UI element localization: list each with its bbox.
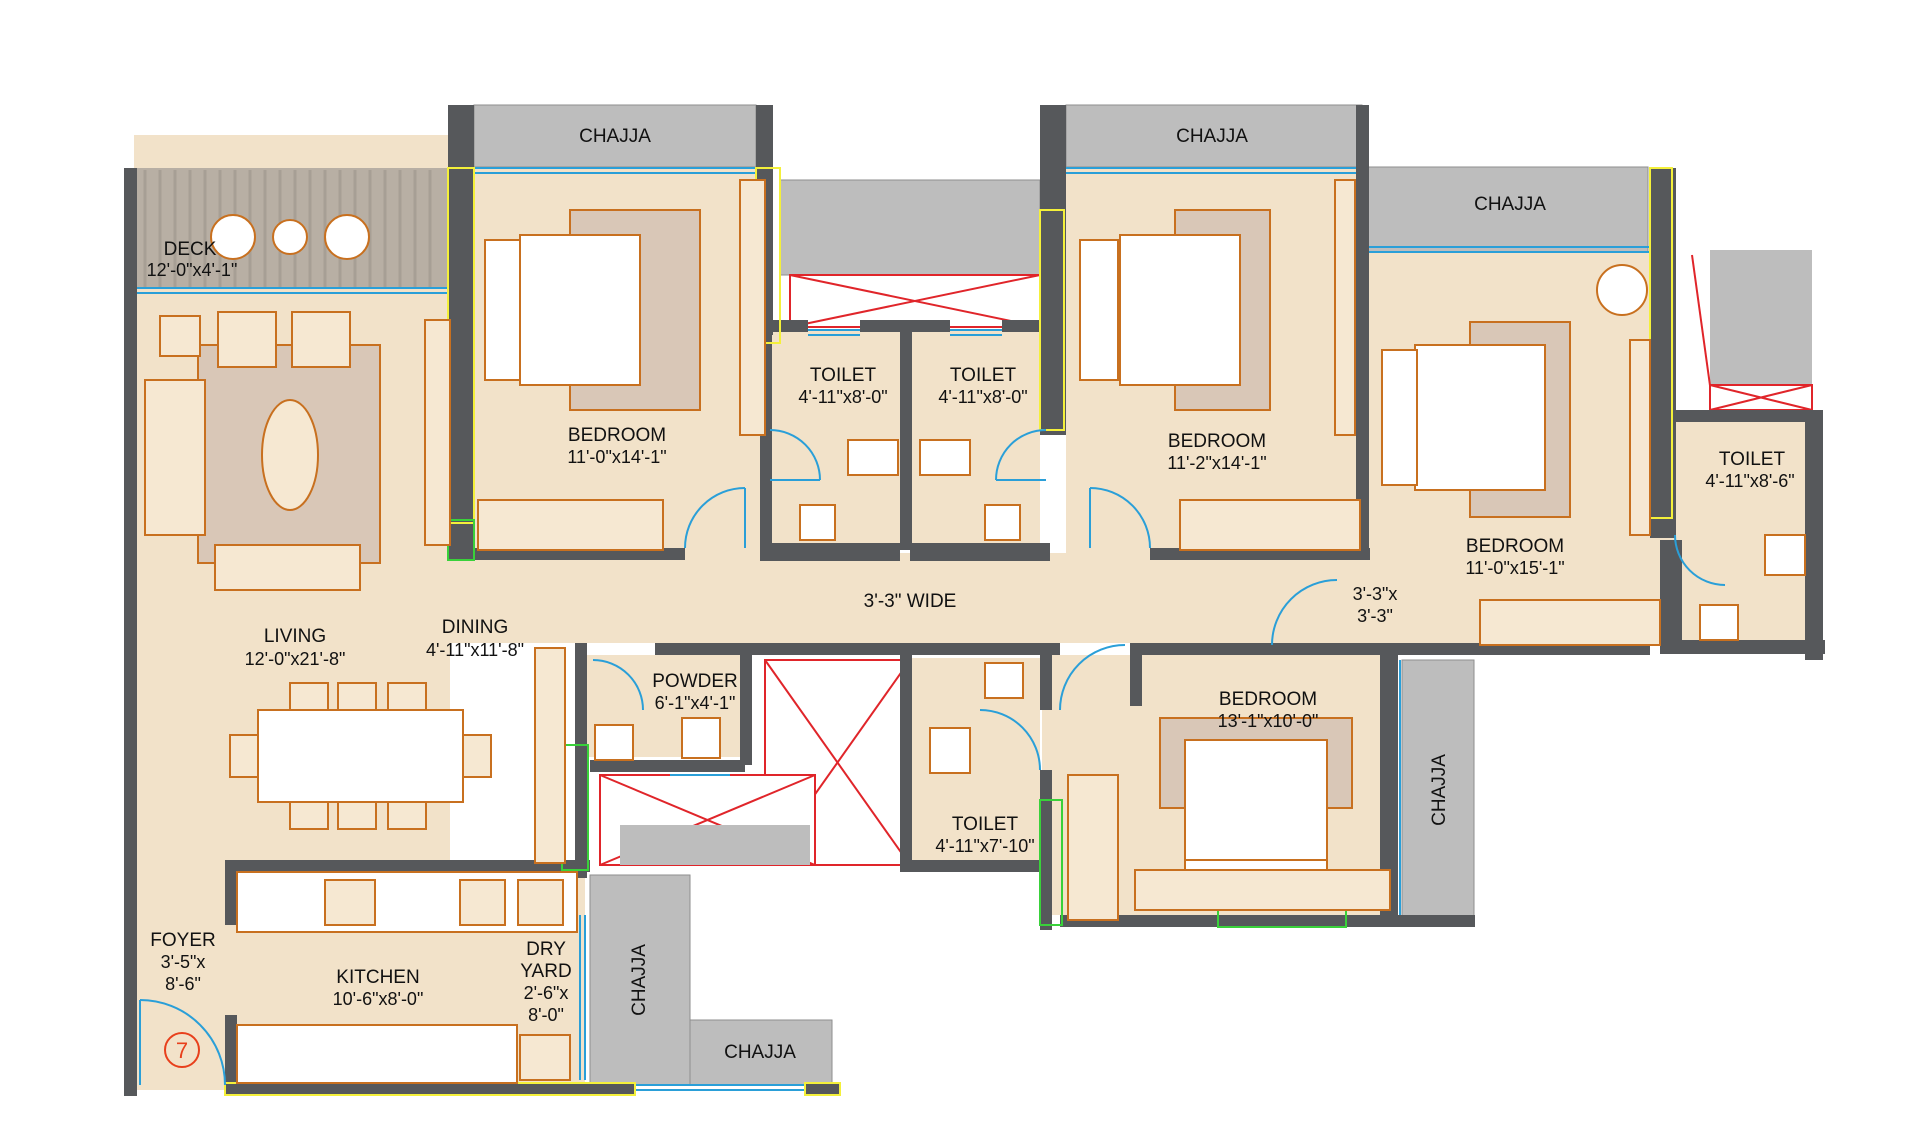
side-table-living <box>159 315 201 357</box>
living-name: LIVING <box>264 626 326 647</box>
bed-bedroom-1 <box>484 209 701 411</box>
kitchen-sink-2 <box>517 879 564 926</box>
toilet2-size: 4'-11"x8'-0" <box>938 387 1027 407</box>
basin-powder <box>594 724 634 761</box>
dry-yard-size-1: 2'-6"x <box>524 983 569 1003</box>
powder-size: 6'-1"x4'-1" <box>655 693 736 713</box>
desk-bedroom-4 <box>1134 869 1391 911</box>
bedroom3-size: 11'-0"x15'-1" <box>1465 558 1564 578</box>
dry-yard-name-1: DRY <box>526 939 566 960</box>
wardrobe-bedroom-3 <box>1479 599 1661 646</box>
chajja-top-left-label: CHAJJA <box>579 126 651 147</box>
living-size: 12'-0"x21'-8" <box>245 649 346 669</box>
wc-powder <box>681 717 721 759</box>
wc-toilet-2 <box>919 439 971 476</box>
dry-yard-name-2: YARD <box>520 961 571 982</box>
desk-bedroom-3 <box>1629 339 1651 536</box>
kitchen-counter-bottom <box>236 1024 518 1084</box>
unit-number-marker: 7 <box>164 1032 200 1068</box>
deck-table <box>272 219 308 255</box>
desk-bedroom-2 <box>1334 179 1356 436</box>
chajja-bottom-horizontal-label: CHAJJA <box>724 1042 796 1063</box>
wardrobe-bedroom-2 <box>1179 499 1361 551</box>
deck-planks <box>134 168 450 288</box>
armchair-living-1 <box>217 311 277 368</box>
bedroom4-name: BEDROOM <box>1219 689 1317 710</box>
foyer-name: FOYER <box>150 930 215 951</box>
bedroom3-name: BEDROOM <box>1466 536 1564 557</box>
toilet4-size: 4'-11"x7'-10" <box>935 836 1034 856</box>
toilet3-size: 4'-11"x8'-6" <box>1705 471 1794 491</box>
toilet4-name: TOILET <box>952 814 1019 835</box>
washing-machine <box>519 1034 571 1081</box>
furniture <box>144 179 1806 1084</box>
kitchen-size: 10'-6"x8'-0" <box>333 989 424 1009</box>
bedroom2-name: BEDROOM <box>1168 431 1266 452</box>
armchair-living-2 <box>291 311 351 368</box>
bedroom1-size: 11'-0"x14'-1" <box>567 447 666 467</box>
deck-chair-2 <box>324 214 370 260</box>
basin-toilet-4 <box>984 662 1024 699</box>
sofa-living <box>144 379 206 536</box>
chajja-bottom-vertical-label: CHAJJA <box>629 944 650 1016</box>
basin-toilet-1 <box>799 504 836 541</box>
wc-toilet-1 <box>847 439 899 476</box>
bedroom4-size: 13'-1"x10'-0" <box>1218 711 1319 731</box>
tv-unit-living <box>214 544 361 591</box>
foyer-size-2: 8'-6" <box>165 974 201 994</box>
basin-toilet-3 <box>1699 604 1739 641</box>
lobby-size-1: 3'-3"x <box>1353 584 1398 604</box>
hob <box>324 879 376 926</box>
unit-number: 7 <box>176 1038 188 1063</box>
chajja-top-right-label: CHAJJA <box>1474 194 1546 215</box>
bedroom1-name: BEDROOM <box>568 425 666 446</box>
toilet2-name: TOILET <box>950 365 1017 386</box>
toilet1-size: 4'-11"x8'-0" <box>798 387 887 407</box>
powder-name: POWDER <box>652 671 738 692</box>
kitchen-sink-1 <box>459 879 506 926</box>
chajja-areas <box>473 104 1649 1086</box>
bedroom2-size: 11'-2"x14'-1" <box>1167 453 1266 473</box>
kitchen-name: KITCHEN <box>336 967 419 988</box>
lobby-size-2: 3'-3" <box>1357 606 1393 626</box>
deck-name: DECK <box>164 239 217 260</box>
chajja-top-middle-label: CHAJJA <box>1176 126 1248 147</box>
labels: CHAJJA CHAJJA CHAJJA CHAJJA CHAJJA CHAJJ… <box>147 126 1795 1063</box>
crockery-unit <box>534 647 566 864</box>
door-swings <box>139 429 1726 1086</box>
deck-chair-1 <box>210 214 256 260</box>
wardrobe-bedroom-1 <box>477 499 664 551</box>
foyer-size-1: 3'-5"x <box>161 952 206 972</box>
wc-toilet-3 <box>1764 534 1806 576</box>
dry-yard-size-2: 8'-0" <box>528 1005 564 1025</box>
bed-bedroom-3 <box>1381 321 1571 518</box>
chajja-right-vertical-label: CHAJJA <box>1429 754 1450 826</box>
dining-name: DINING <box>442 617 509 638</box>
armchair-bedroom-3 <box>1596 264 1648 316</box>
dining-table <box>257 709 464 803</box>
basin-toilet-2 <box>984 504 1021 541</box>
toilet1-name: TOILET <box>810 365 877 386</box>
console-living <box>424 319 451 546</box>
wc-toilet-4 <box>929 727 971 774</box>
toilet3-name: TOILET <box>1719 449 1786 470</box>
dining-size: 4'-11"x11'-8" <box>426 640 524 660</box>
passage-width-label: 3'-3" WIDE <box>864 591 957 612</box>
wardrobe-bedroom-4 <box>1067 774 1119 921</box>
coffee-table-living <box>261 399 319 511</box>
desk-bedroom-1 <box>739 179 766 436</box>
bed-bedroom-2 <box>1079 209 1271 411</box>
deck-size: 12'-0"x4'-1" <box>147 260 238 280</box>
